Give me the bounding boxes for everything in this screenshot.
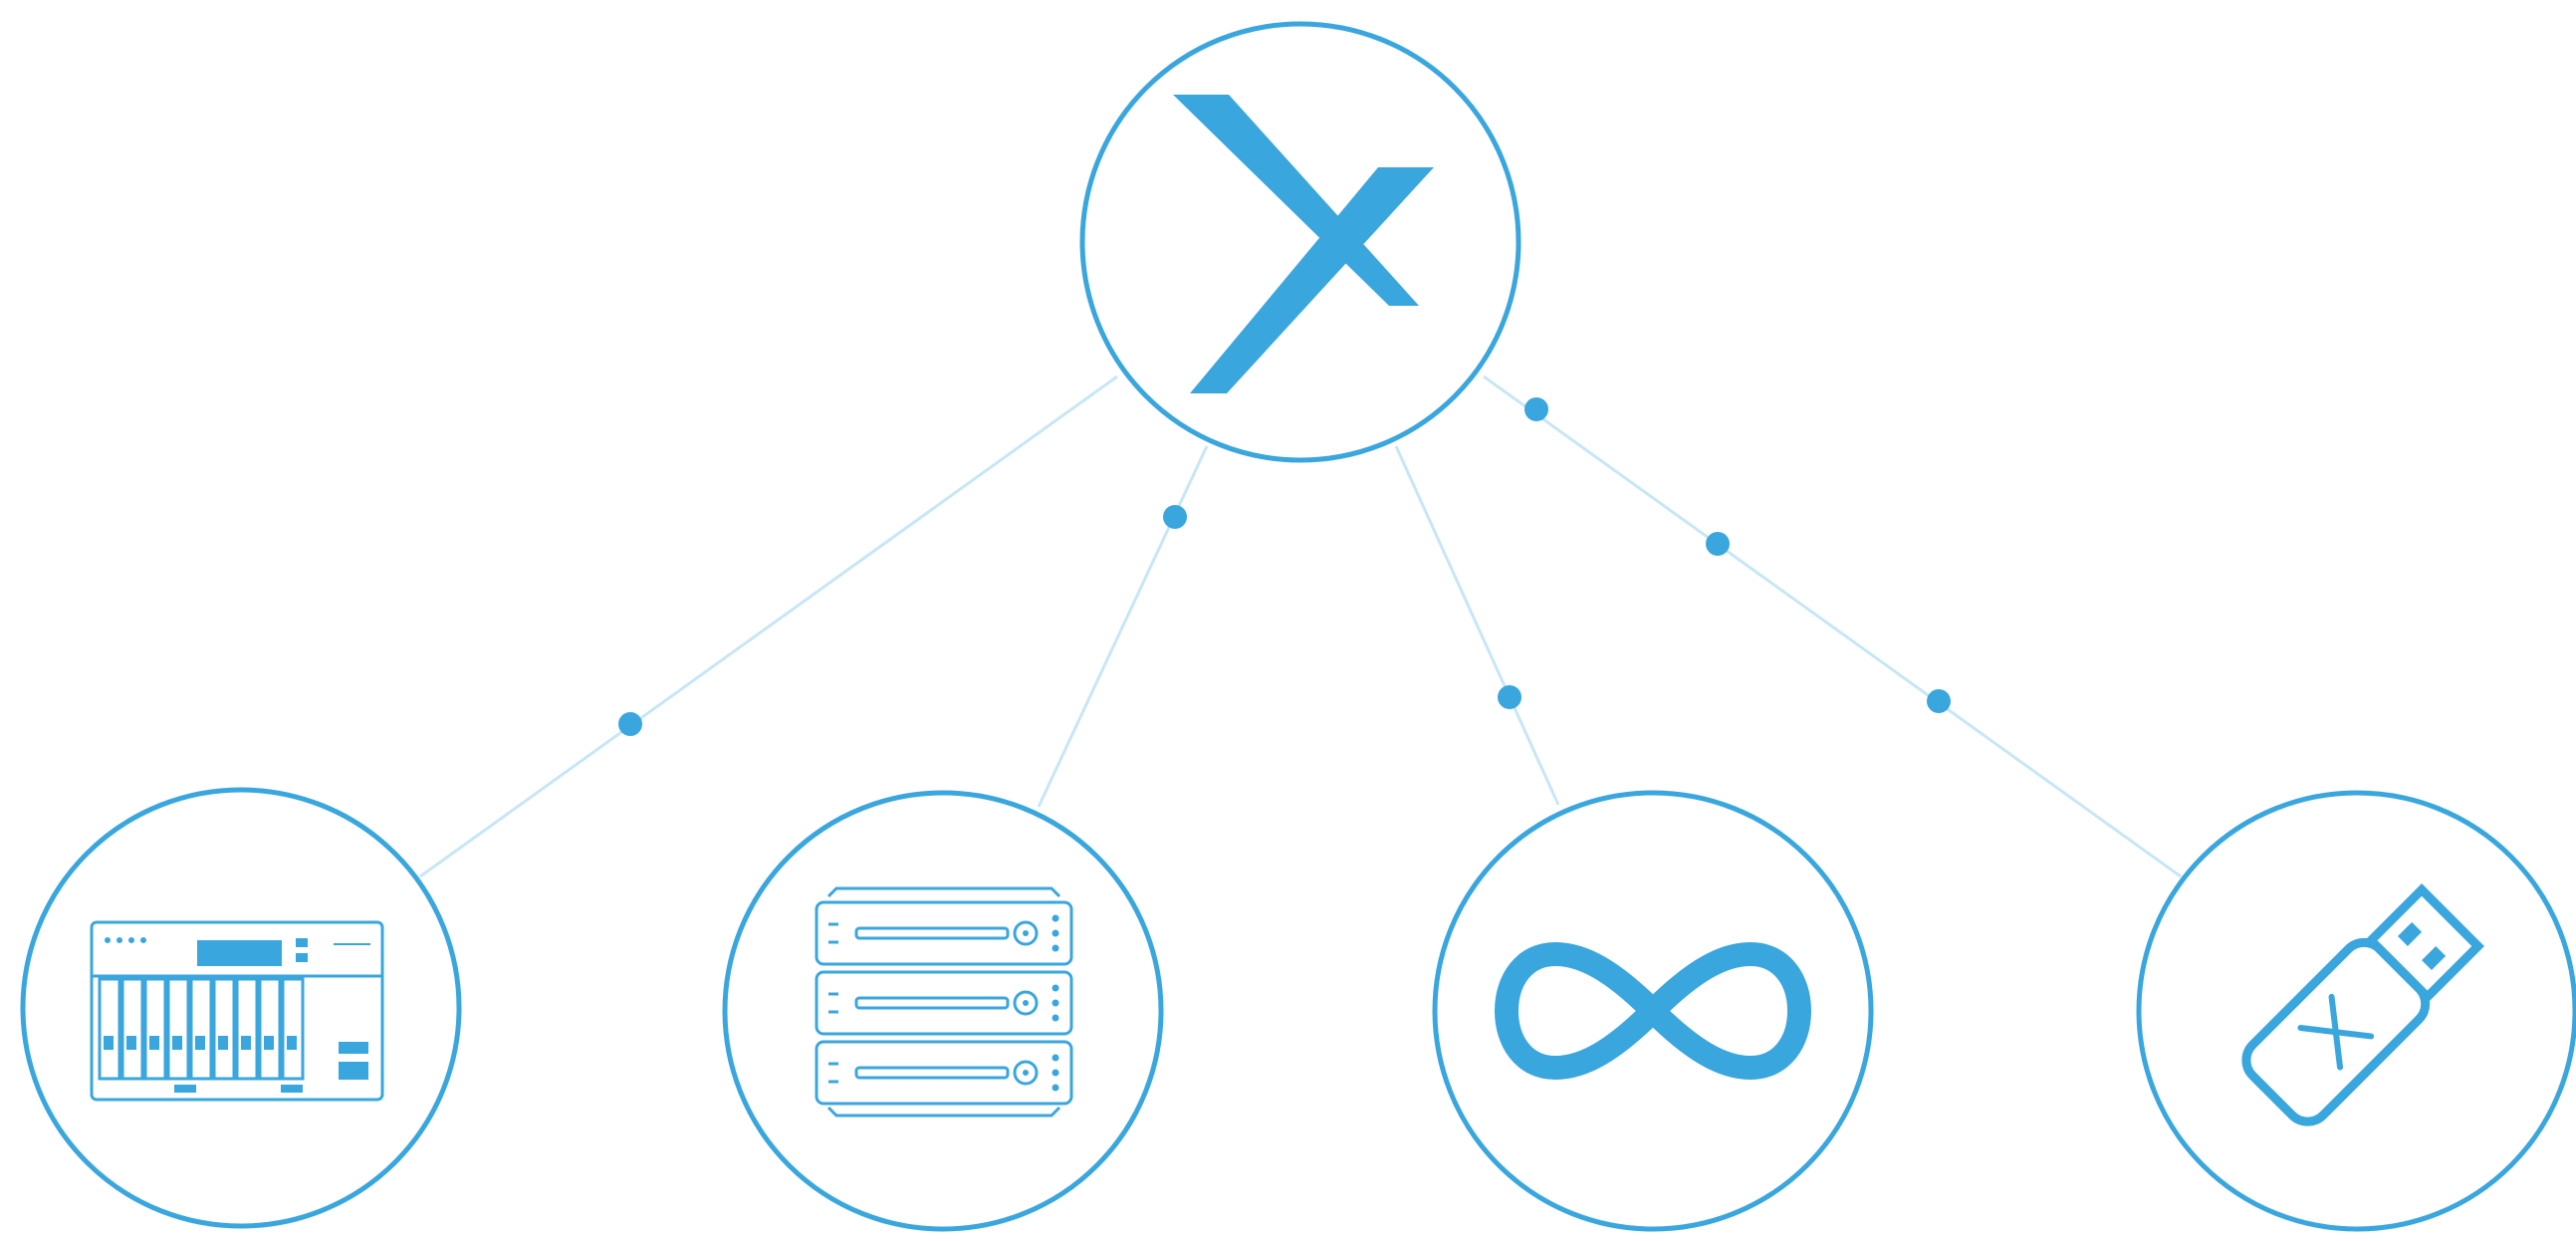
connector-dot — [1498, 685, 1522, 709]
connector-hub-to-server — [1037, 445, 1209, 808]
server-unit-details — [828, 920, 1039, 1086]
connector-hub-to-cloud — [1394, 445, 1560, 806]
x-logo-icon — [1173, 95, 1434, 393]
connector-dot — [618, 712, 642, 736]
connector-dot — [1163, 505, 1187, 529]
nas-drive-bays — [98, 977, 305, 1081]
usb-circle — [2136, 790, 2576, 1232]
connector-dot — [1927, 689, 1951, 713]
server-circle — [722, 790, 1164, 1232]
rack-server-icon — [815, 886, 1073, 1117]
nas-circle — [20, 787, 462, 1229]
nas-node[interactable] — [20, 787, 462, 1229]
usb-node[interactable] — [2136, 790, 2576, 1232]
connector-dot — [1524, 397, 1548, 421]
usb-drive-icon — [2241, 883, 2484, 1126]
hub-circle — [1079, 21, 1522, 463]
connector-hub-to-nas — [419, 374, 1118, 878]
x-logo-small-icon — [2297, 993, 2375, 1071]
hub-node[interactable] — [1079, 21, 1522, 463]
connector-hub-to-usb — [1483, 374, 2182, 878]
server-node[interactable] — [722, 790, 1164, 1232]
connector-dot — [1706, 532, 1730, 556]
cloud-node[interactable] — [1432, 790, 1874, 1232]
infinity-icon — [1495, 942, 1811, 1080]
nas-device-icon — [90, 920, 384, 1102]
connector-dots — [618, 397, 1951, 736]
